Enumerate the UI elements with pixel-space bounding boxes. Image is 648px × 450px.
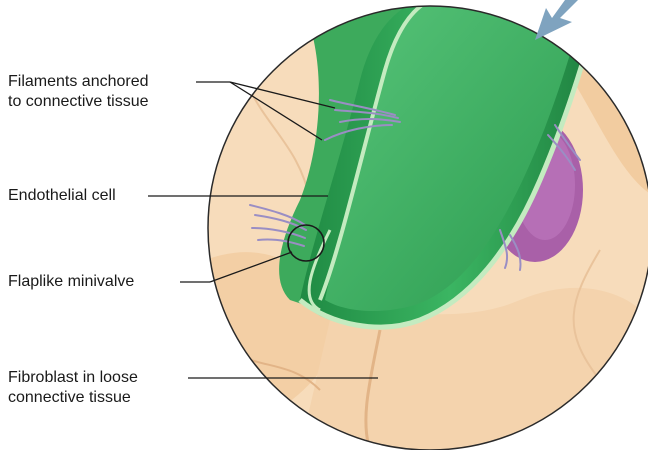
magnified-tissue-view <box>200 0 648 450</box>
direction-arrow <box>535 0 578 40</box>
label-filaments-anchored: Filaments anchored <box>8 72 149 91</box>
label-to-connective-tissue: to connective tissue <box>8 92 149 111</box>
label-flaplike-minivalve: Flaplike minivalve <box>8 272 134 291</box>
label-fibroblast: Fibroblast in loose <box>8 368 138 387</box>
label-loose-connective-tissue: connective tissue <box>8 388 131 407</box>
label-endothelial-cell: Endothelial cell <box>8 186 116 205</box>
